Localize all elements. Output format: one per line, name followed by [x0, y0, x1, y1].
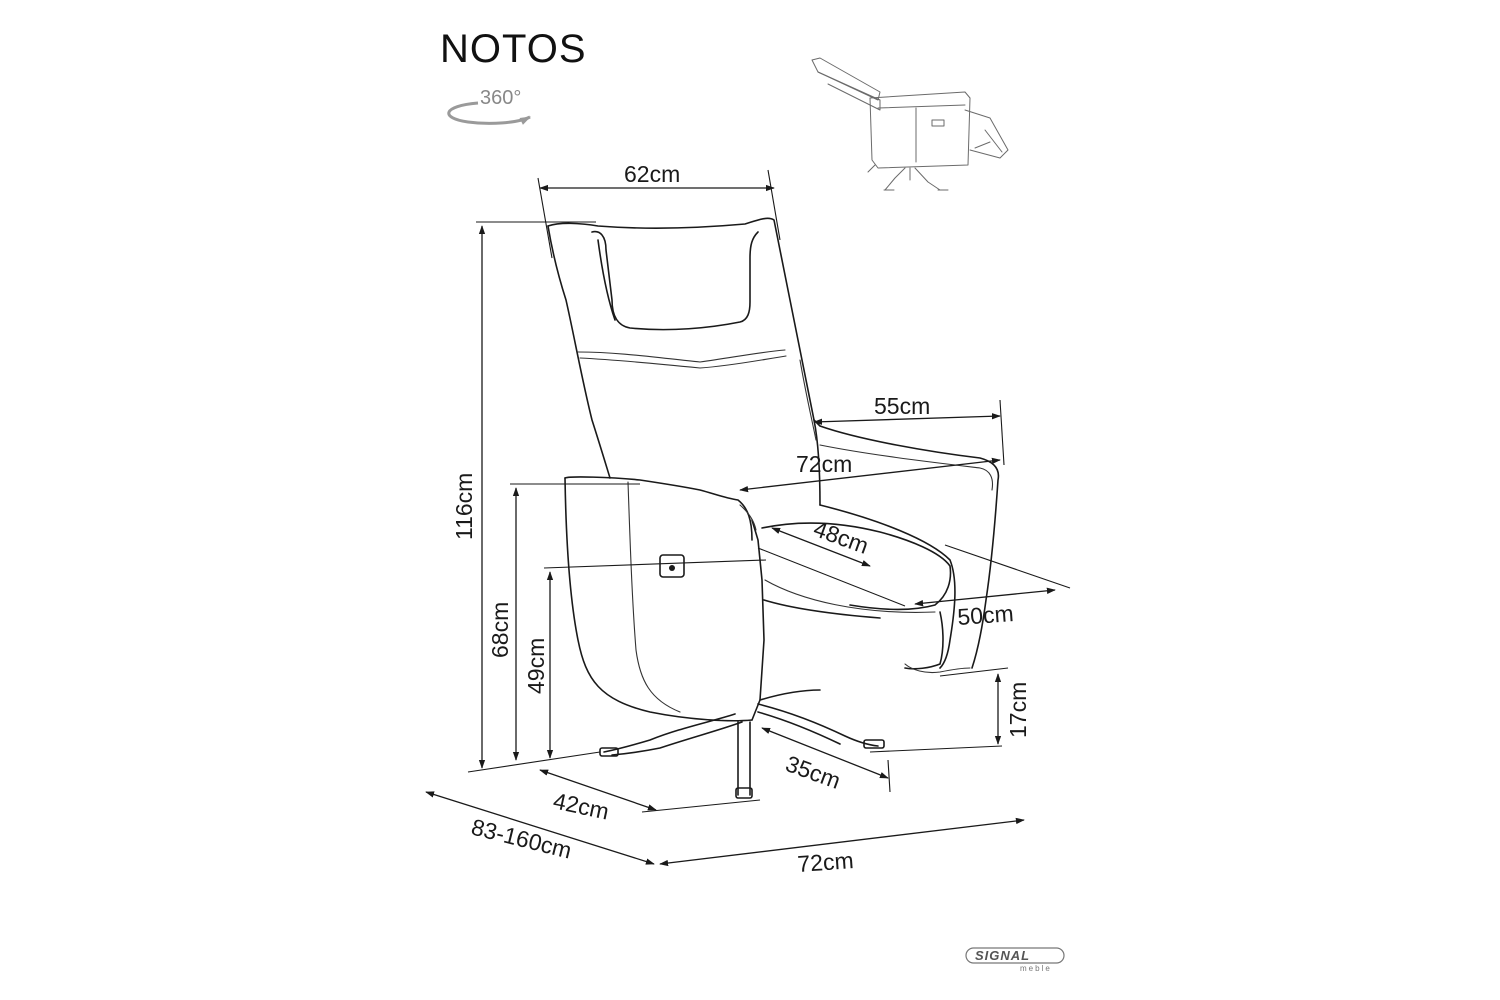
brand-name: SIGNAL: [975, 948, 1030, 963]
dim-footrest-clearance-label: 17cm: [1005, 682, 1031, 738]
signal-logo: SIGNAL meble: [965, 947, 1065, 973]
product-title: NOTOS: [440, 27, 587, 71]
chair-drawing: [547, 217, 1000, 799]
dim-total-width-label: 72cm: [797, 847, 855, 877]
dim-total-height-label: 116cm: [451, 473, 477, 540]
dim-inner-width-label: 72cm: [796, 451, 852, 477]
dim-armrest-height-label: 68cm: [487, 602, 513, 658]
dim-seat-height-label: 49cm: [523, 638, 549, 694]
dim-base-arm-left-label: 42cm: [551, 787, 611, 824]
dim-seat-width-label: 48cm: [810, 515, 872, 559]
dim-seat-depth-label: 50cm: [957, 600, 1015, 630]
rotation-label: 360°: [480, 87, 521, 109]
brand-sub: meble: [1020, 964, 1052, 973]
dim-backrest-width-label: 62cm: [624, 161, 680, 187]
rotate-360-icon: 360°: [447, 87, 531, 125]
reclined-chair-sketch: [811, 57, 1009, 191]
dim-total-depth-label: 83-160cm: [469, 814, 575, 864]
dim-armrest-length-label: 55cm: [874, 393, 930, 419]
dimension-lines: [425, 169, 1071, 867]
